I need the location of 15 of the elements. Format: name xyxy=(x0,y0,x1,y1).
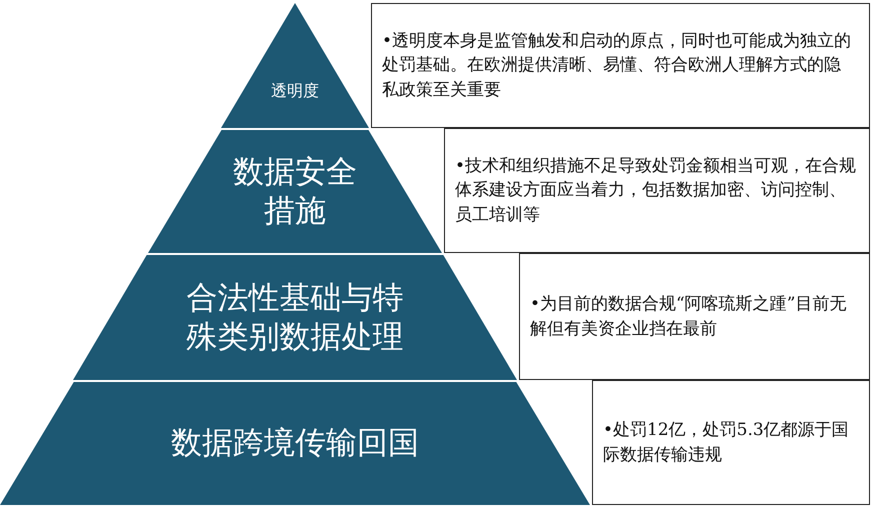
description-box xyxy=(371,3,870,128)
description-box xyxy=(519,253,870,380)
pyramid-tier xyxy=(73,255,517,380)
tier-label: 数据安全措施 xyxy=(232,152,358,230)
description-text: •为目前的数据合规“阿喀琉斯之踵”目前无解但有美资企业挡在最前 xyxy=(530,292,848,340)
description-box xyxy=(592,380,870,505)
description-text: •处罚12亿，处罚5.3亿都源于国际数据传输违规 xyxy=(603,418,850,466)
pyramid-tier xyxy=(148,130,442,253)
tier-label: 合法性基础与特殊类别数据处理 xyxy=(186,278,404,356)
tier-label: 透明度 xyxy=(271,80,319,100)
pyramid-tier xyxy=(0,382,590,505)
description-text: •透明度本身是监管触发和启动的原点，同时也可能成为独立的处罚基础。在欧洲提供清晰、易懂、符合欧洲人理解方式的隐私政策至关重要 xyxy=(382,30,852,102)
description-box xyxy=(444,128,870,253)
description-text: •技术和组织措施不足导致处罚金额相当可观，在合规体系建设方面应当着力，包括数据加密、访问控制、员工培训等 xyxy=(455,154,857,227)
tier-label: 数据跨境传输回国 xyxy=(171,424,419,463)
